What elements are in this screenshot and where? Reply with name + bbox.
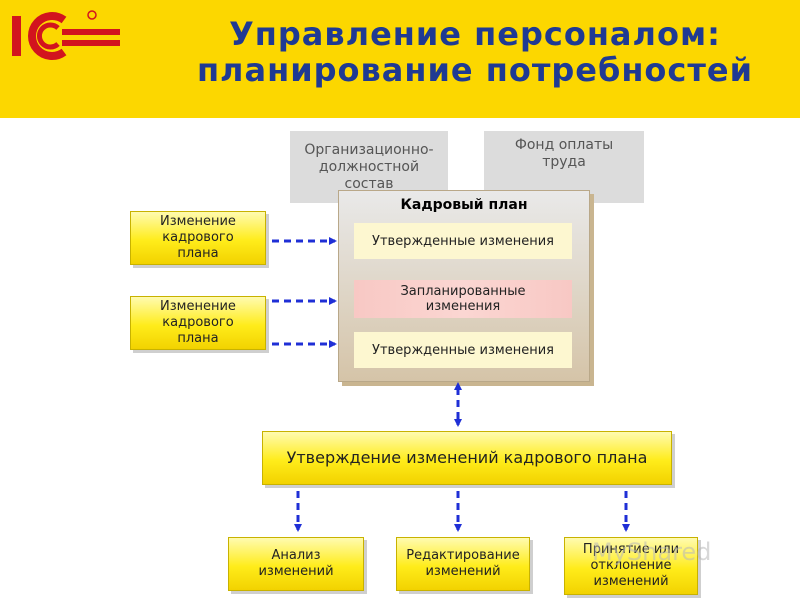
change-plan-box-1: Изменение кадрового плана bbox=[130, 211, 266, 265]
staffing-plan-title: Кадровый план bbox=[400, 197, 528, 213]
approval-box: Утверждение изменений кадрового плана bbox=[262, 431, 672, 485]
output-analysis-box: Анализ изменений bbox=[228, 537, 364, 591]
header-banner: Управление персоналом: планирование потр… bbox=[0, 0, 800, 118]
watermark-text: MyShared bbox=[592, 538, 712, 566]
planned-changes: Запланированные изменения bbox=[354, 280, 572, 318]
output-decision-box: Принятие или отклонение изменений bbox=[564, 537, 698, 595]
page-title: Управление персоналом: планирование потр… bbox=[150, 16, 800, 88]
change-plan-box-2: Изменение кадрового плана bbox=[130, 296, 266, 350]
output-editing-box: Редактирование изменений bbox=[396, 537, 530, 591]
approved-changes-bottom: Утвержденные изменения bbox=[354, 332, 572, 368]
staffing-plan-frame: Кадровый план Утвержденные изменения Зап… bbox=[338, 190, 590, 382]
1c-logo-icon bbox=[12, 10, 120, 60]
approved-changes-top: Утвержденные изменения bbox=[354, 223, 572, 259]
title-line-2: планирование потребностей bbox=[196, 51, 754, 89]
title-line-1: Управление персоналом: bbox=[229, 15, 721, 53]
